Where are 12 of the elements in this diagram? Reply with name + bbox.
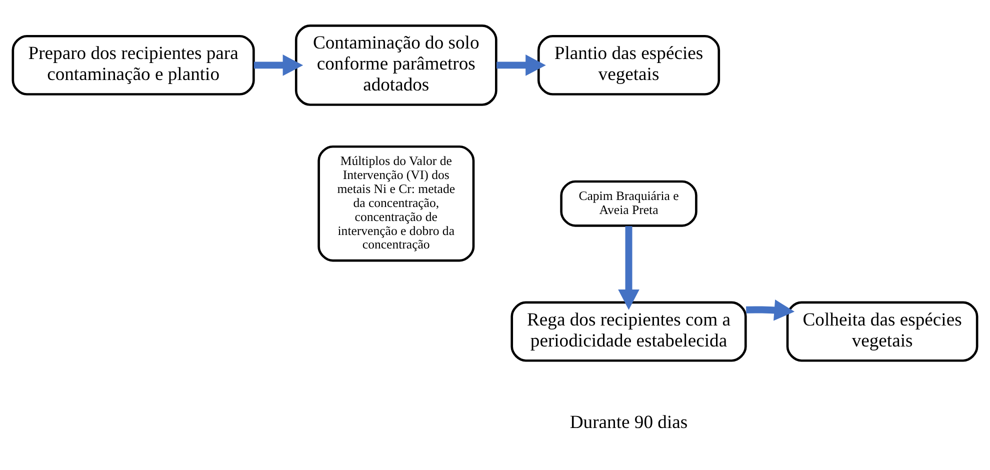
arrow	[746, 300, 795, 321]
node-box: Múltiplos do Valor de Intervenção (VI) dos metais Ni e Cr: metade da concentração, concentração de intervenção e dobro da concentração	[318, 145, 475, 262]
arrow	[618, 226, 640, 310]
node-box: Contaminação do solo conforme parâmetros adotados	[294, 24, 498, 106]
node-box: Capim Braquiária e Aveia Preta	[560, 180, 698, 227]
label: Durante 90 dias	[570, 412, 688, 433]
arrow	[254, 54, 304, 76]
node-box: Rega dos recipientes com a periodicidade estabelecida	[510, 301, 747, 362]
node-box: Plantio das espécies vegetais	[537, 34, 720, 96]
node-box: Preparo dos recipientes para contaminação e plantio	[12, 34, 255, 96]
node-box: Colheita das espécies vegetais	[786, 301, 978, 362]
arrow	[496, 54, 546, 76]
